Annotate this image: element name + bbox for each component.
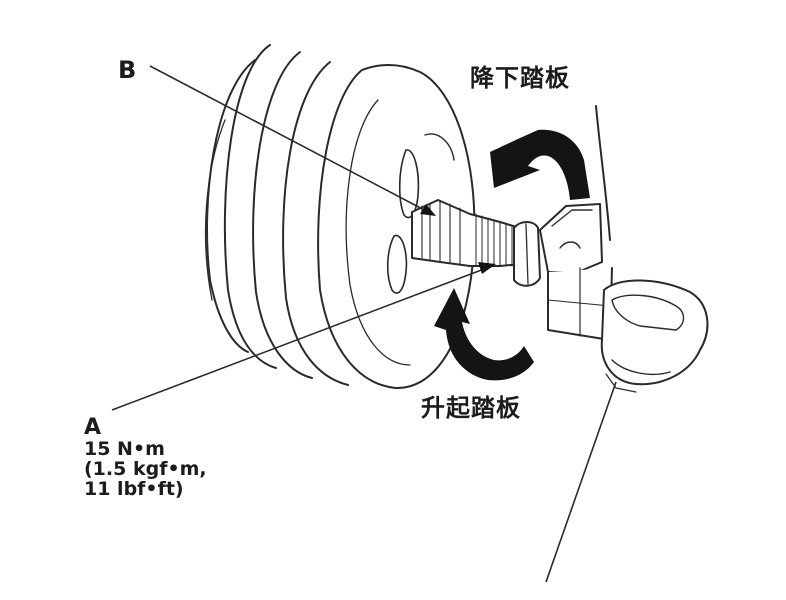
leader-line-bottom (545, 381, 617, 583)
torque-lbf: 11 lbf•ft) (84, 478, 184, 500)
callout-b: B (118, 56, 137, 84)
torque-nm: 15 N•m (84, 438, 165, 460)
label-raise-pedal: 升起踏板 (421, 394, 521, 422)
leader-line-a (111, 265, 493, 411)
label-lower-pedal: 降下踏板 (470, 64, 570, 92)
rotate-lower-arrow (490, 129, 590, 200)
brake-switch-body (411, 199, 541, 287)
brake-booster (204, 44, 476, 390)
leader-arrowhead-b (420, 204, 436, 216)
brake-pedal-arm (539, 203, 709, 393)
pedal-bracket-edge (595, 105, 611, 241)
callout-a-letter: A (84, 415, 102, 440)
leader-arrowhead-a (478, 262, 496, 274)
leader-line-b (149, 65, 433, 215)
callout-a-torque: A 15 N•m (1.5 kgf•m, 11 lbf•ft) (84, 415, 207, 500)
rotate-raise-arrow (434, 288, 534, 381)
torque-kgf: (1.5 kgf•m, (84, 458, 207, 480)
